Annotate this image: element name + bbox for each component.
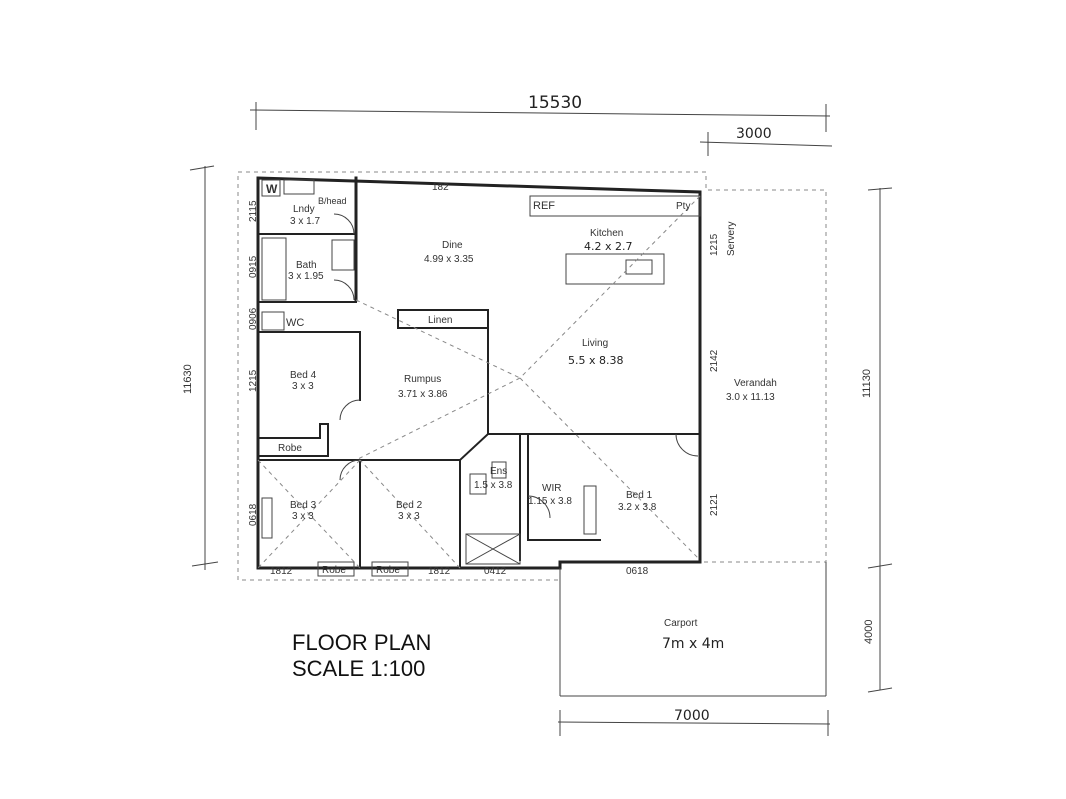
roof-lines: [257, 195, 701, 569]
living-size: 5.5 x 8.38: [568, 354, 624, 367]
dim-top: 182: [432, 182, 449, 193]
dim-carport-width: 7000: [674, 708, 710, 724]
dim-overall-depth: 11630: [182, 364, 194, 394]
door-swings: [333, 213, 699, 519]
plan-title: FLOOR PLAN SCALE 1:100: [292, 630, 431, 681]
carport-size: 7m x 4m: [662, 636, 724, 652]
verandah-size: 3.0 x 11.13: [726, 392, 775, 403]
linen-label: Linen: [428, 315, 452, 326]
fixtures: [261, 179, 701, 577]
dim-bottom-0618: 0618: [626, 566, 649, 577]
dine-name: Dine: [442, 240, 463, 251]
dim-right-2142: 2142: [709, 349, 720, 372]
title-line2: SCALE 1:100: [292, 656, 425, 681]
dim-bottom-1812b: 1812: [428, 566, 451, 577]
kitchen-name: Kitchen: [590, 228, 623, 239]
dim-left-0906: 0906: [248, 307, 259, 330]
dim-left-0618: 0618: [248, 503, 259, 526]
bhead-label: B/head: [318, 196, 347, 206]
bed2-robe-label: Robe: [376, 565, 400, 576]
bed4-size: 3 x 3: [292, 381, 314, 392]
dim-right-2121: 2121: [709, 493, 720, 516]
dim-carport-depth: 4000: [863, 620, 875, 644]
pantry-label: Pty: [676, 201, 690, 212]
bed2-size: 3 x 3: [398, 511, 420, 522]
dim-left-0915: 0915: [248, 255, 259, 278]
lndy-name: Lndy: [293, 204, 315, 215]
wir-name: WIR: [542, 483, 561, 494]
dim-bottom-0412: 0412: [484, 566, 507, 577]
living-name: Living: [582, 338, 608, 349]
dim-right-1215: 1215: [709, 233, 720, 256]
wc-label: WC: [286, 317, 304, 329]
dim-verandah-width: 3000: [736, 126, 772, 142]
room-labels: W B/head Lndy 3 x 1.7 Bath 3 x 1.95 WC D…: [266, 182, 777, 652]
dim-bottom-1812a: 1812: [270, 566, 293, 577]
lndy-size: 3 x 1.7: [290, 216, 320, 227]
title-line1: FLOOR PLAN: [292, 630, 431, 655]
dim-overall-width: 15530: [528, 93, 582, 113]
ens-name: Ens: [490, 466, 507, 477]
walls: [256, 176, 827, 697]
washer-label: W: [266, 182, 278, 196]
ens-size: 1.5 x 3.8: [474, 480, 513, 491]
kitchen-size: 4.2 x 2.7: [584, 240, 633, 253]
bed4-name: Bed 4: [290, 370, 317, 381]
bed1-size: 3.2 x 3.8: [618, 502, 657, 513]
bed2-name: Bed 2: [396, 500, 423, 511]
servery-label: Servery: [726, 222, 737, 256]
wir-size: 1.15 x 3.8: [528, 496, 572, 507]
bath-size: 3 x 1.95: [288, 271, 324, 282]
dim-left-1215: 1215: [248, 369, 259, 392]
rumpus-size: 3.71 x 3.86: [398, 389, 448, 400]
bed1-name: Bed 1: [626, 490, 653, 501]
dine-size: 4.99 x 3.35: [424, 254, 474, 265]
dim-left-2115: 2115: [248, 200, 259, 222]
bed4-robe-label: Robe: [278, 443, 302, 454]
dimension-labels: 15530 3000 11630 11130 4000 7000 182 211…: [182, 93, 875, 724]
bed3-robe-label: Robe: [322, 565, 346, 576]
dimension-lines: [189, 102, 893, 736]
dim-right-depth: 11130: [861, 369, 873, 398]
verandah-name: Verandah: [734, 378, 777, 389]
bath-name: Bath: [296, 260, 317, 271]
rumpus-name: Rumpus: [404, 374, 441, 385]
bed3-size: 3 x 3: [292, 511, 314, 522]
ref-label: REF: [533, 200, 555, 212]
carport-name: Carport: [664, 618, 698, 629]
bed3-name: Bed 3: [290, 500, 317, 511]
